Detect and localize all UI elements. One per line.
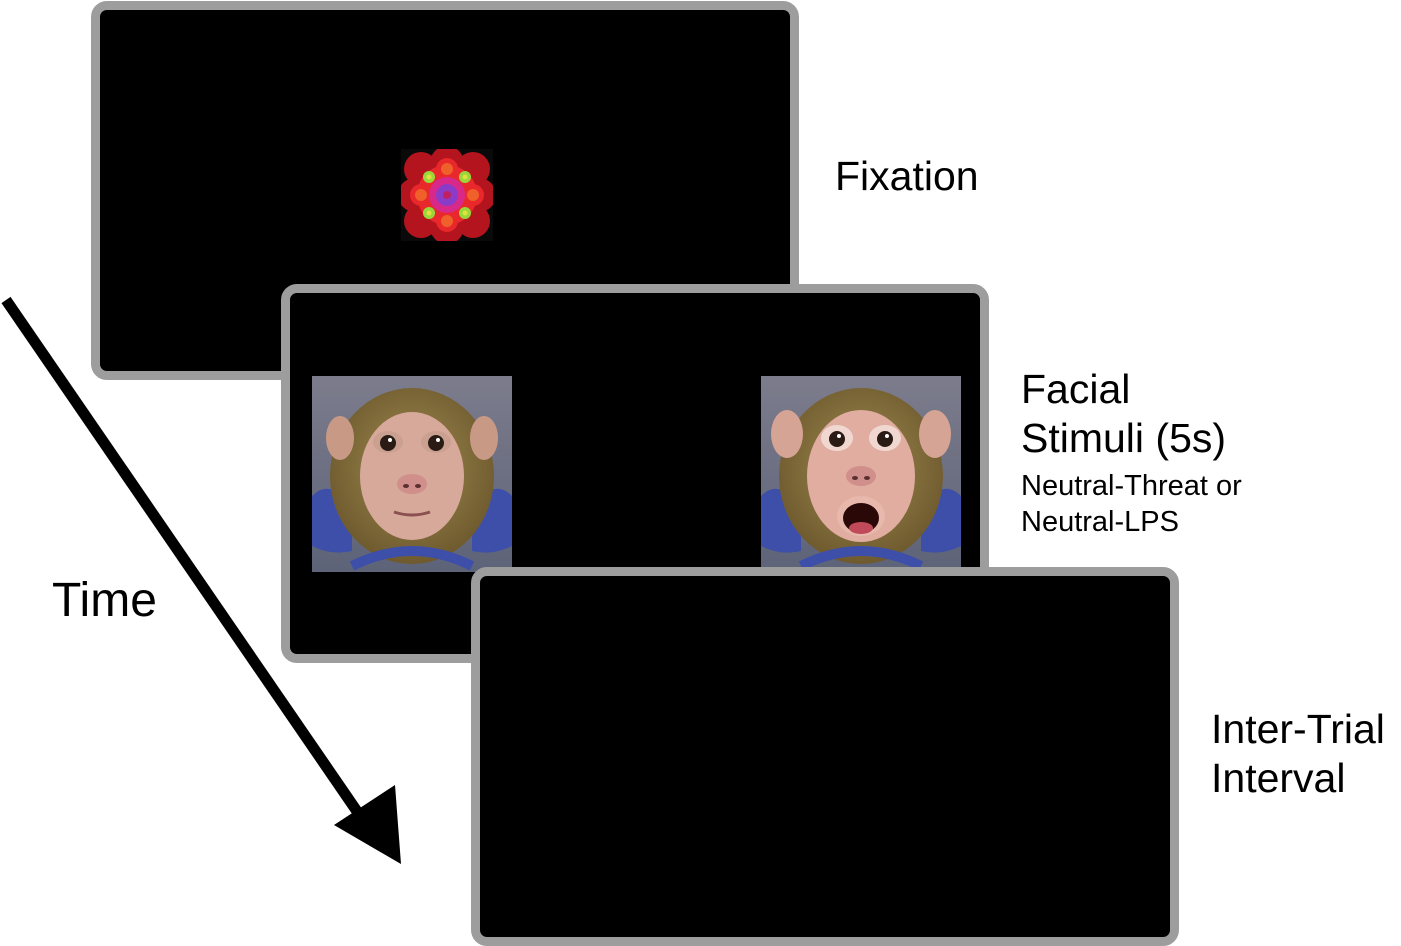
neutral-monkey-face-icon [312,376,512,572]
fixation-target-icon [401,149,493,241]
facial-stimuli-screen [281,284,989,663]
facial-stimuli-label: Facial Stimuli (5s) [1021,365,1226,463]
conditions-line1: Neutral-Threat or [1021,470,1242,502]
time-label: Time [52,574,157,627]
facial-label-line1: Facial [1021,366,1131,412]
threat-monkey-face-icon [761,376,961,572]
inter-trial-interval-label: Inter-Trial Interval [1211,705,1385,803]
facial-label-line2: Stimuli (5s) [1021,415,1227,462]
iti-label-line1: Inter-Trial [1211,706,1385,752]
facial-stimuli-conditions: Neutral-Threat or Neutral-LPS [1021,468,1242,541]
time-arrow-icon [1,296,401,864]
conditions-line2: Neutral-LPS [1021,506,1179,539]
iti-label-line2: Interval [1211,755,1346,802]
inter-trial-interval-screen [471,567,1179,946]
fixation-label: Fixation [835,153,979,199]
